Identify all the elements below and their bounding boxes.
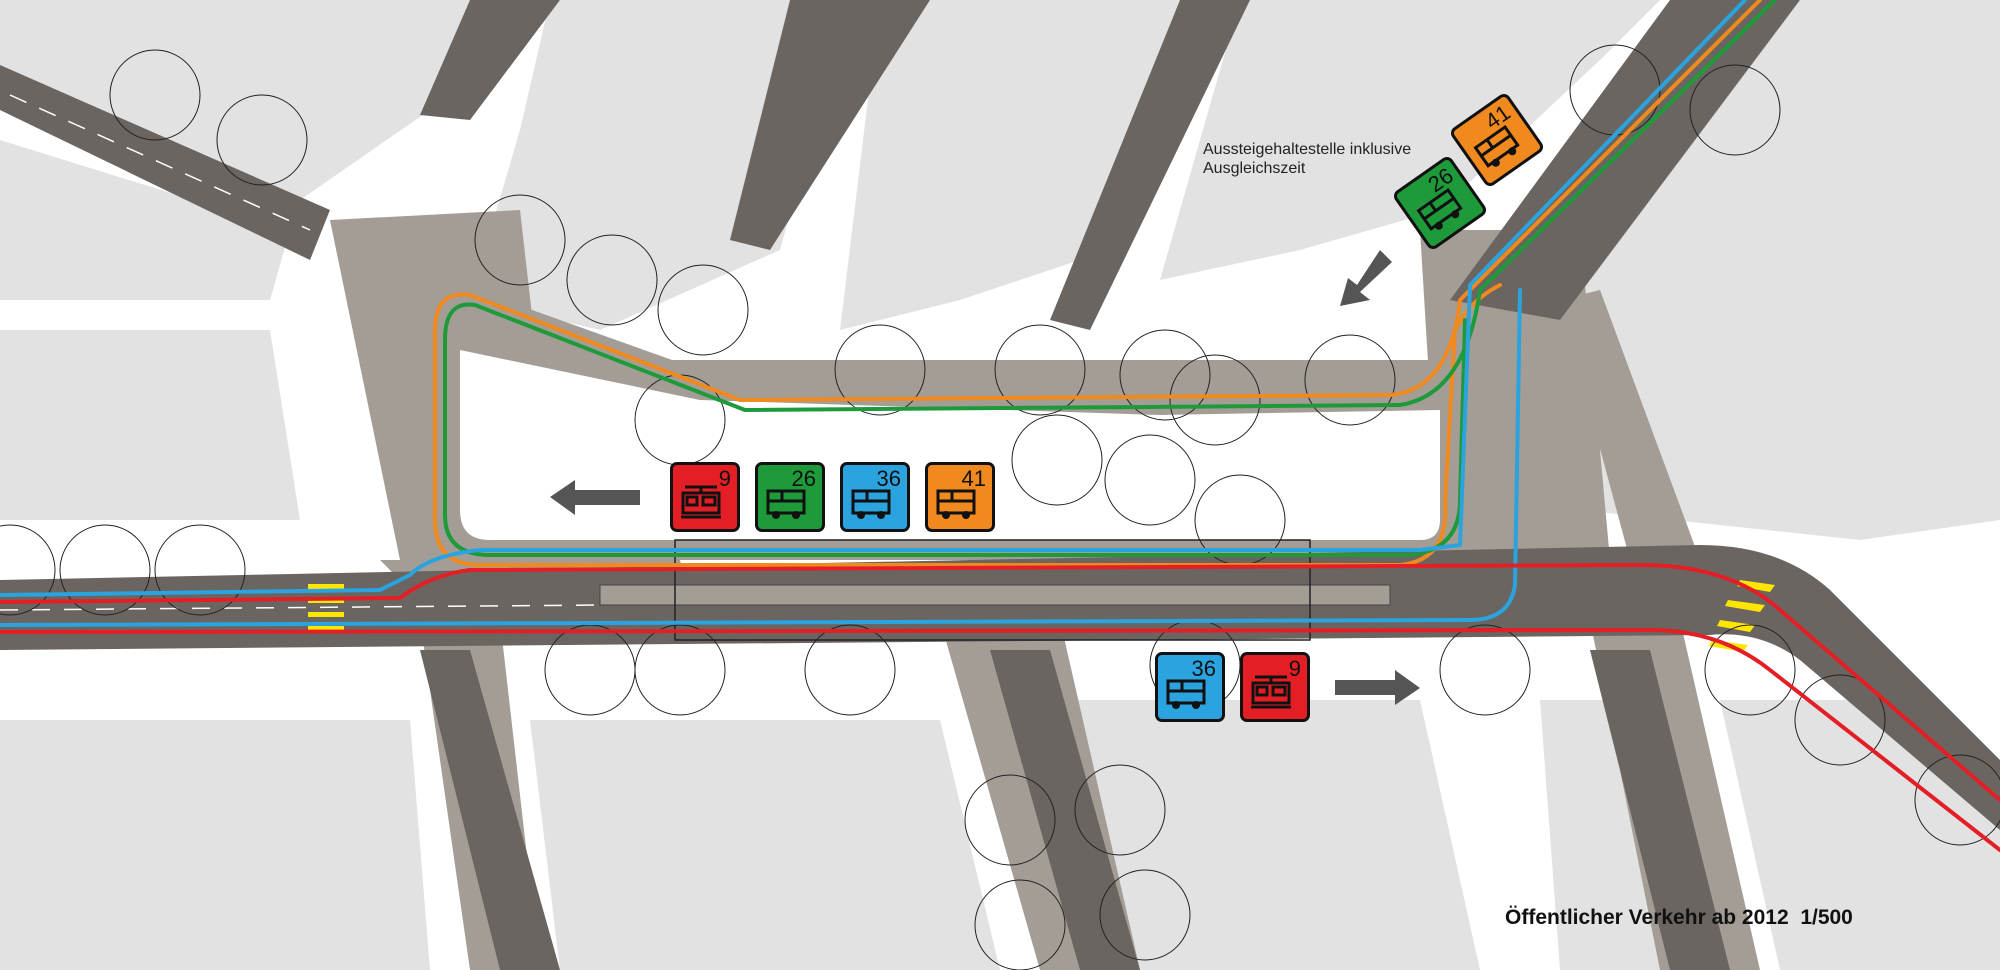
bus-icon xyxy=(1416,187,1463,231)
line-number: 36 xyxy=(1191,656,1216,681)
line-number: 41 xyxy=(961,466,986,491)
bus-icon xyxy=(851,489,891,519)
route-line-9 xyxy=(0,563,2000,852)
map-scale: 1/500 xyxy=(1800,906,1853,929)
building xyxy=(0,140,290,300)
badge-line-36-west: 36 xyxy=(840,462,910,532)
routes xyxy=(0,0,2000,852)
map-title: Öffentlicher Verkehr ab 2012 1/500 xyxy=(1505,906,1853,930)
stop-annotation: Aussteigehaltestelle inklusive Ausgleich… xyxy=(1203,140,1411,178)
route-line-41 xyxy=(433,0,1762,567)
bus-icon xyxy=(936,489,976,519)
annotation-line-1: Aussteigehaltestelle inklusive xyxy=(1203,141,1412,158)
platform-frame xyxy=(674,539,1311,641)
line-number: 36 xyxy=(876,466,901,491)
tram-icon xyxy=(1251,675,1291,709)
badge-line-41-north: 41 xyxy=(1448,91,1546,189)
line-number: 9 xyxy=(1288,656,1301,681)
building xyxy=(840,0,1220,330)
line-number: 9 xyxy=(718,466,731,491)
building xyxy=(0,330,300,520)
line-number: 26 xyxy=(791,466,816,491)
tram-icon xyxy=(681,485,721,519)
badge-line-36-east: 36 xyxy=(1155,652,1225,722)
badge-line-26-west: 26 xyxy=(755,462,825,532)
badge-line-9-west: 9 xyxy=(670,462,740,532)
building xyxy=(1060,700,1480,970)
building xyxy=(470,0,850,330)
lane-markings xyxy=(0,94,601,611)
badge-line-26-north: 26 xyxy=(1391,154,1489,252)
annotation-line-2: Ausgleichszeit xyxy=(1203,160,1306,177)
building xyxy=(1160,0,1660,280)
building xyxy=(1560,90,2000,480)
bus-icon xyxy=(1166,679,1206,709)
arrow-right-icon xyxy=(1335,670,1420,705)
building xyxy=(0,0,470,200)
bus-icon xyxy=(766,489,806,519)
route-line-36 xyxy=(0,0,1747,627)
arrow-left-icon xyxy=(550,480,640,515)
badge-line-41-west: 41 xyxy=(925,462,995,532)
bus-icon xyxy=(1473,124,1520,168)
building xyxy=(0,720,430,970)
badge-line-9-east: 9 xyxy=(1240,652,1310,722)
platform xyxy=(599,584,1391,606)
map-title-text: Öffentlicher Verkehr ab 2012 xyxy=(1505,906,1789,929)
arrow-southwest-icon xyxy=(1340,250,1392,306)
building xyxy=(530,720,1000,970)
